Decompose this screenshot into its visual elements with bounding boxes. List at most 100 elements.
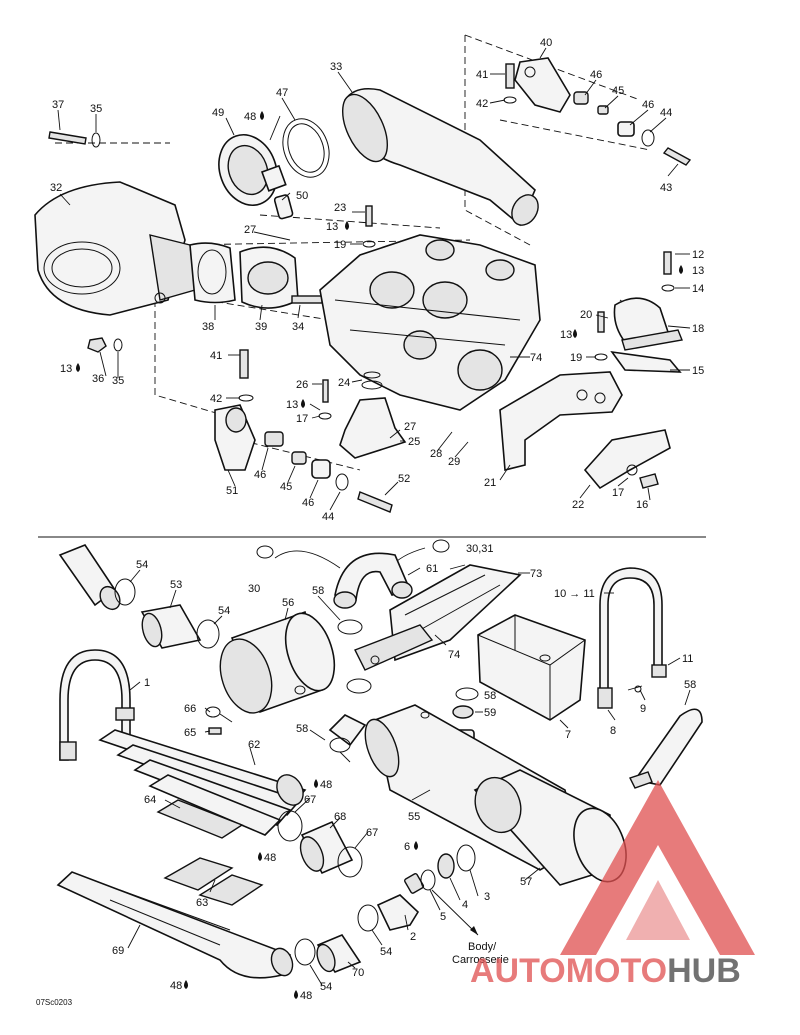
screw-65	[208, 727, 222, 735]
drop-icon	[345, 221, 349, 230]
nut-36	[87, 337, 123, 353]
label-30-31: 30,31	[466, 543, 494, 555]
bracket-22	[583, 429, 671, 490]
label-72: 74	[448, 649, 460, 661]
label-3: 3	[484, 891, 490, 903]
label-24: 24	[338, 377, 350, 389]
label-33: 33	[330, 61, 342, 73]
label-46c: 46	[254, 469, 266, 481]
label-70: 70	[352, 967, 364, 979]
label-7: 7	[565, 729, 571, 741]
label-46d: 46	[302, 497, 314, 509]
bolt-41b	[238, 349, 254, 402]
label-54b: 54	[218, 605, 230, 617]
label-48c: 48	[264, 852, 276, 864]
label-25: 25	[408, 436, 420, 448]
label-9: 9	[640, 703, 646, 715]
tie-strap-30	[256, 545, 341, 569]
clamp-67b	[337, 846, 363, 878]
label-71-72: 73	[530, 568, 542, 580]
label-13b: 13	[692, 265, 704, 277]
bolt-12	[661, 251, 675, 292]
diagram-code: 07Sc0203	[36, 998, 73, 1007]
exhaust-manifold-39	[239, 246, 299, 309]
label-46b: 46	[642, 99, 654, 111]
label-67a: 67	[304, 794, 316, 806]
label-37: 37	[52, 99, 64, 111]
label-60b: 58	[296, 723, 308, 735]
bolt-16	[639, 473, 659, 489]
label-47: 47	[276, 87, 288, 99]
label-14: 14	[692, 283, 704, 295]
pad-63b	[198, 874, 264, 906]
label-43: 43	[660, 182, 672, 194]
label-23: 23	[334, 202, 346, 214]
exhaust-stub	[58, 544, 121, 611]
label-19b: 19	[570, 352, 582, 364]
flange-38	[189, 242, 236, 304]
label-28b: 28	[430, 448, 442, 460]
drop-icon	[258, 852, 262, 861]
label-54c: 54	[380, 946, 392, 958]
label-40: 40	[540, 37, 552, 49]
label-38: 38	[202, 321, 214, 333]
label-45a: 45	[612, 85, 624, 97]
label-39: 39	[255, 321, 267, 333]
label-58: 58	[684, 679, 696, 691]
rivet-9	[627, 685, 643, 693]
engine-mount-25	[339, 371, 407, 459]
label-13d: 13	[60, 363, 72, 375]
plate-15	[610, 350, 682, 373]
label-18: 18	[692, 323, 704, 335]
label-57: 57	[520, 876, 532, 888]
label-36: 36	[92, 373, 104, 385]
pipe-73	[328, 714, 367, 753]
label-30: 30	[248, 583, 260, 595]
label-50: 50	[296, 190, 308, 202]
drop-icon	[184, 980, 188, 989]
svg-text:AUTOMOTOHUB: AUTOMOTOHUB	[470, 952, 741, 990]
label-54a: 54	[136, 559, 148, 571]
label-65: 65	[184, 727, 196, 739]
label-12: 12	[692, 249, 704, 261]
pipe-69	[56, 871, 294, 979]
clamp-60b	[346, 678, 372, 694]
drop-icon	[76, 363, 80, 372]
clamp-54b	[196, 619, 220, 649]
clamp-ring-49	[218, 134, 287, 206]
label-53: 53	[170, 579, 182, 591]
bracket-51	[214, 404, 393, 513]
label-27: 27	[404, 421, 416, 433]
gasket-47	[282, 118, 330, 178]
muffler-housing-32	[34, 181, 196, 316]
pad-64	[156, 799, 244, 839]
bracket-40	[514, 57, 692, 166]
outlet-fitting-2	[376, 873, 425, 931]
label-46a: 46	[590, 69, 602, 81]
bolt-26	[318, 379, 332, 420]
cable-tie-58	[629, 708, 703, 789]
drop-icon	[573, 329, 577, 338]
box-7	[477, 614, 586, 721]
pipe-bundle-62	[98, 729, 307, 836]
bolt-23	[362, 205, 376, 248]
sleeve-50	[273, 194, 294, 220]
clamp-67a	[277, 810, 303, 842]
pad-63a	[163, 857, 234, 891]
label-8: 8	[610, 725, 616, 737]
drop-icon	[294, 990, 298, 999]
label-32: 32	[50, 182, 62, 194]
label-16: 16	[636, 499, 648, 511]
leader-lines	[57, 47, 691, 986]
drop-icon	[314, 779, 318, 788]
label-28a: 27	[244, 224, 256, 236]
label-17a: 17	[296, 413, 308, 425]
label-41a: 41	[476, 69, 488, 81]
label-19a: 19	[334, 239, 346, 251]
label-29: 29	[448, 456, 460, 468]
label-35a: 35	[90, 103, 102, 115]
label-34: 34	[292, 321, 304, 333]
clamp-54d	[357, 904, 379, 932]
label-4: 4	[462, 899, 468, 911]
